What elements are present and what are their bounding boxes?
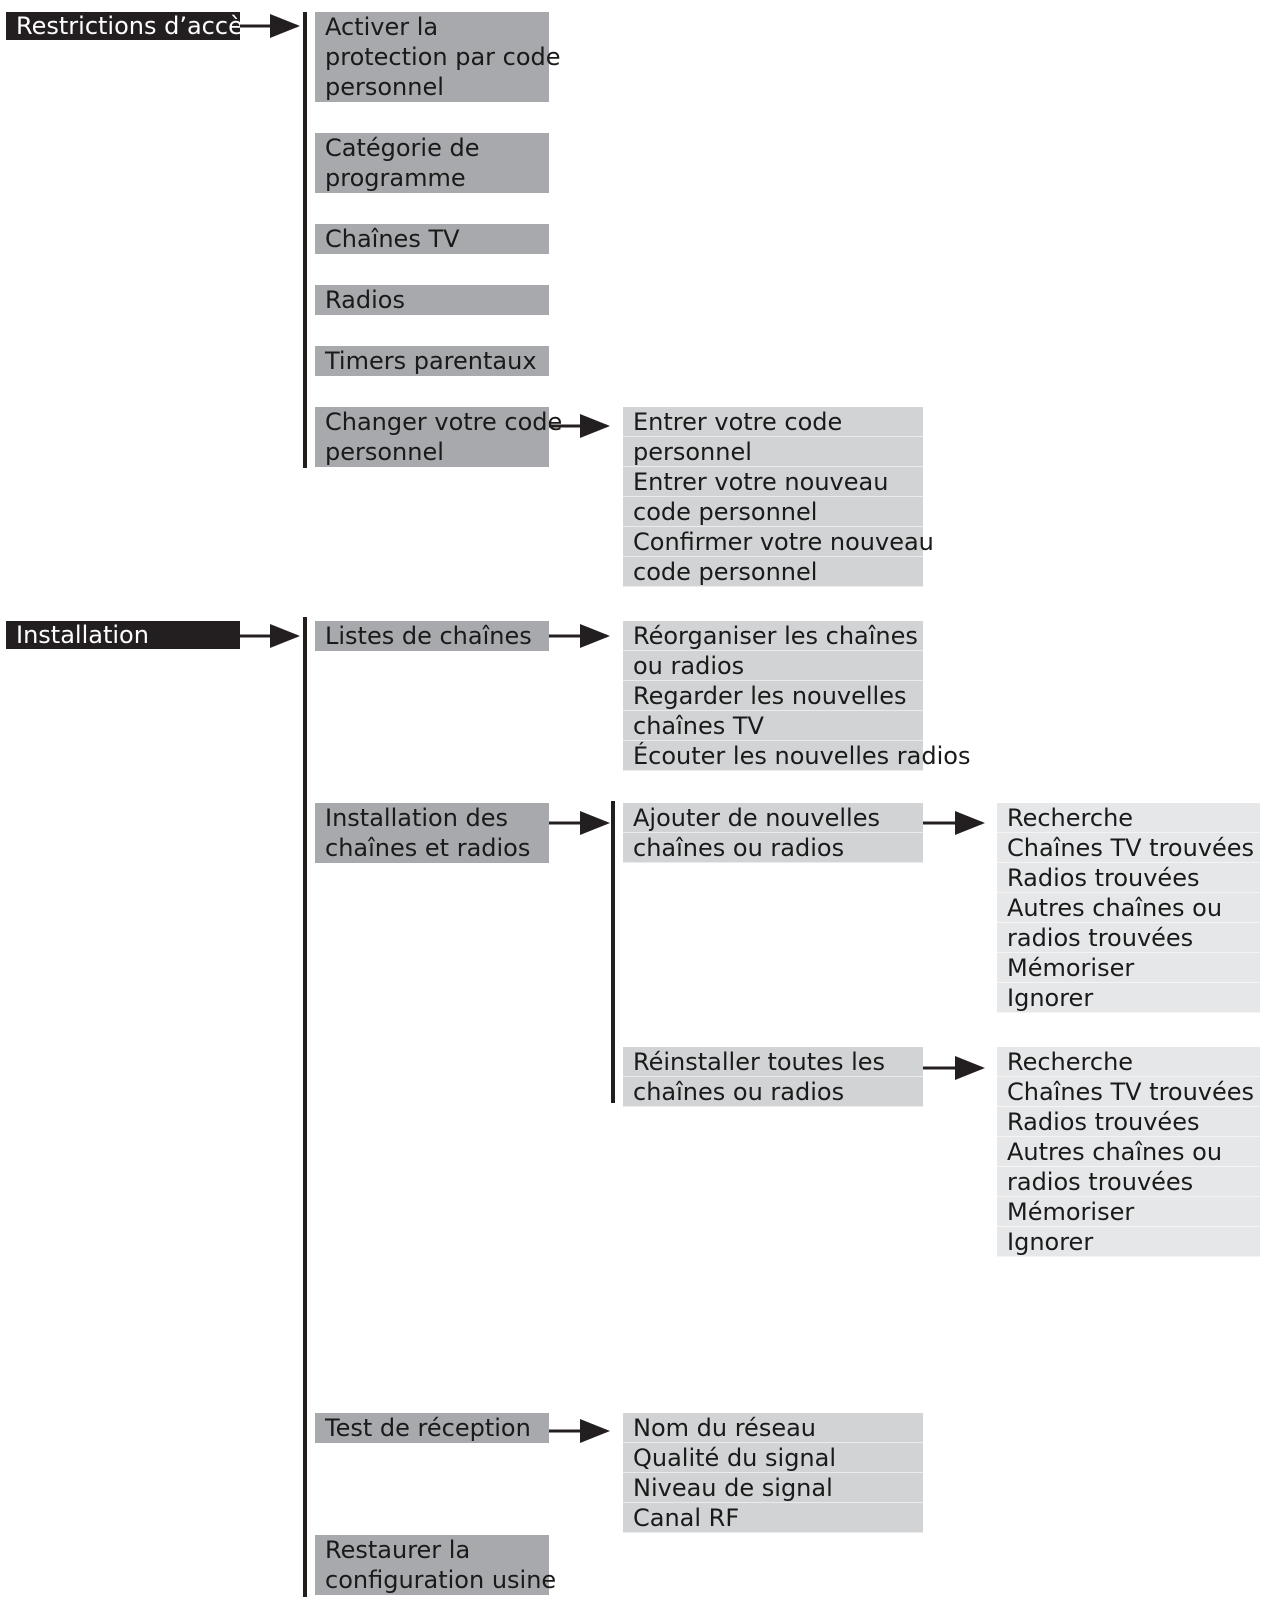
submenu-option[interactable]: Niveau de signal <box>623 1473 923 1503</box>
connector-line-channel-installation <box>611 801 615 1103</box>
menu-item-line: Test de réception <box>325 1414 531 1442</box>
submenu-option[interactable]: radios trouvées <box>997 1167 1260 1197</box>
menu-item-line: Listes de chaînes <box>325 622 532 650</box>
section-header-installation: Installation <box>6 621 240 649</box>
submenu-reception-test: Nom du réseau Qualité du signal Niveau d… <box>623 1413 923 1533</box>
submenu-channel-lists: Réorganiser les chaînes ou radios Regard… <box>623 621 970 771</box>
menu-item-line: Restaurer la <box>325 1536 471 1564</box>
submenu-option[interactable]: Ignorer <box>997 983 1260 1013</box>
submenu-option[interactable]: Radios trouvées <box>997 1107 1260 1137</box>
submenu-add-new-channels: Recherche Chaînes TV trouvées Radios tro… <box>997 803 1260 1013</box>
submenu-change-pin: Entrer votre code personnel Entrer votre… <box>623 407 934 587</box>
submenu-option[interactable]: Entrer votre code <box>623 407 923 437</box>
menu-item-line: Chaînes TV <box>325 225 460 253</box>
submenu-option[interactable]: Entrer votre nouveau <box>623 467 923 497</box>
submenu-option[interactable]: Nom du réseau <box>623 1413 923 1443</box>
menu-item-radios[interactable]: Radios <box>315 285 549 315</box>
menu-item-line: Radios <box>325 286 405 314</box>
menu-item-reception-test[interactable]: Test de réception <box>315 1413 549 1443</box>
submenu-option[interactable]: radios trouvées <box>997 923 1260 953</box>
connector-line-access-restrictions <box>303 12 307 468</box>
menu-item-line: personnel <box>325 73 444 101</box>
submenu-option[interactable]: ou radios <box>623 651 923 681</box>
submenu-option[interactable]: Confirmer votre nouveau <box>623 527 934 557</box>
menu-item-line: protection par code <box>325 43 561 71</box>
menu-item-line: programme <box>325 164 466 192</box>
submenu-option[interactable]: Canal RF <box>623 1503 923 1533</box>
submenu-option[interactable]: Chaînes TV trouvées <box>997 833 1260 863</box>
menu-item-program-category[interactable]: Catégorie de programme <box>315 133 549 193</box>
submenu-option[interactable]: code personnel <box>623 557 923 587</box>
menu-item-line: configuration usine <box>325 1566 557 1594</box>
menu-item-line: Installation des <box>325 804 509 832</box>
menu-item-channel-installation[interactable]: Installation des chaînes et radios <box>315 803 549 863</box>
menu-item-line: Catégorie de <box>325 134 480 162</box>
submenu-option[interactable]: Chaînes TV trouvées <box>997 1077 1260 1107</box>
menu-item-line: chaînes ou radios <box>623 833 923 863</box>
submenu-option[interactable]: Mémoriser <box>997 953 1260 983</box>
menu-item-add-new-channels[interactable]: Ajouter de nouvelles chaînes ou radios <box>623 803 923 863</box>
connector-line-installation <box>303 617 307 1597</box>
submenu-option[interactable]: Regarder les nouvelles <box>623 681 923 711</box>
submenu-option[interactable]: Mémoriser <box>997 1197 1260 1227</box>
menu-item-line: Activer la <box>325 13 439 41</box>
menu-item-line: Timers parentaux <box>325 347 537 375</box>
submenu-option[interactable]: Écouter les nouvelles radios <box>623 741 970 771</box>
submenu-option[interactable]: chaînes TV <box>623 711 923 741</box>
menu-item-line: personnel <box>325 438 444 466</box>
submenu-option[interactable]: personnel <box>623 437 923 467</box>
menu-item-line: chaînes et radios <box>325 834 531 862</box>
menu-item-tv-channels[interactable]: Chaînes TV <box>315 224 549 254</box>
submenu-option[interactable]: Recherche <box>997 803 1260 833</box>
submenu-option[interactable]: code personnel <box>623 497 923 527</box>
menu-item-line: Ajouter de nouvelles <box>623 803 923 833</box>
menu-item-activate-pin-protection[interactable]: Activer la protection par code personnel <box>315 12 561 102</box>
menu-item-factory-reset[interactable]: Restaurer la configuration usine <box>315 1535 557 1595</box>
menu-item-channel-lists[interactable]: Listes de chaînes <box>315 621 549 651</box>
menu-item-reinstall-all-channels[interactable]: Réinstaller toutes les chaînes ou radios <box>623 1047 923 1107</box>
submenu-reinstall-all-channels: Recherche Chaînes TV trouvées Radios tro… <box>997 1047 1260 1257</box>
menu-item-parental-timers[interactable]: Timers parentaux <box>315 346 549 376</box>
submenu-option[interactable]: Réorganiser les chaînes <box>623 621 923 651</box>
submenu-option[interactable]: Ignorer <box>997 1227 1260 1257</box>
submenu-option[interactable]: Autres chaînes ou <box>997 1137 1260 1167</box>
section-header-access-restrictions: Restrictions d’accès <box>6 12 255 40</box>
submenu-option[interactable]: Radios trouvées <box>997 863 1260 893</box>
menu-item-line: Changer votre code <box>325 408 563 436</box>
submenu-option[interactable]: Recherche <box>997 1047 1260 1077</box>
menu-item-line: chaînes ou radios <box>623 1077 923 1107</box>
submenu-option[interactable]: Qualité du signal <box>623 1443 923 1473</box>
menu-item-change-pin[interactable]: Changer votre code personnel <box>315 407 563 467</box>
menu-item-line: Réinstaller toutes les <box>623 1047 923 1077</box>
submenu-option[interactable]: Autres chaînes ou <box>997 893 1260 923</box>
